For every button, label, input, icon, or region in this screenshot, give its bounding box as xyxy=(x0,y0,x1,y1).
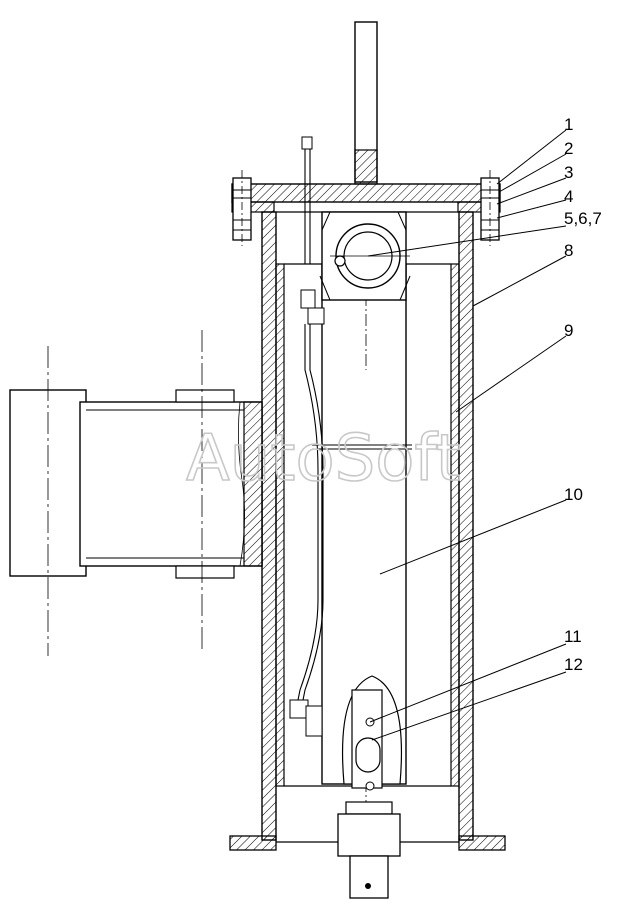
callout-3: 3 xyxy=(564,163,573,182)
callout-11: 11 xyxy=(564,627,582,646)
side-bracket xyxy=(9,330,263,656)
callouts: 1 2 3 4 5,6,7 8 9 10 11 12 xyxy=(564,115,602,674)
oil-tube xyxy=(289,136,412,737)
right-bolt xyxy=(480,170,500,246)
top-clamp xyxy=(319,211,411,301)
top-rod xyxy=(354,21,378,185)
central-cylinder xyxy=(321,214,407,900)
callout-9: 9 xyxy=(564,321,573,340)
callout-10: 10 xyxy=(564,485,583,504)
callout-5-6-7: 5,6,7 xyxy=(564,209,602,228)
watermark: AutoSoft xyxy=(186,422,461,496)
callout-8: 8 xyxy=(564,241,573,260)
callout-2: 2 xyxy=(564,139,573,158)
callout-12: 12 xyxy=(564,655,583,674)
leader-lines xyxy=(367,129,567,741)
bottom-lug xyxy=(337,675,403,899)
left-bolt xyxy=(232,170,252,246)
callout-4: 4 xyxy=(564,187,573,206)
top-cover-plate xyxy=(231,183,501,213)
bottom-foot xyxy=(229,835,506,851)
callout-1: 1 xyxy=(564,115,573,134)
